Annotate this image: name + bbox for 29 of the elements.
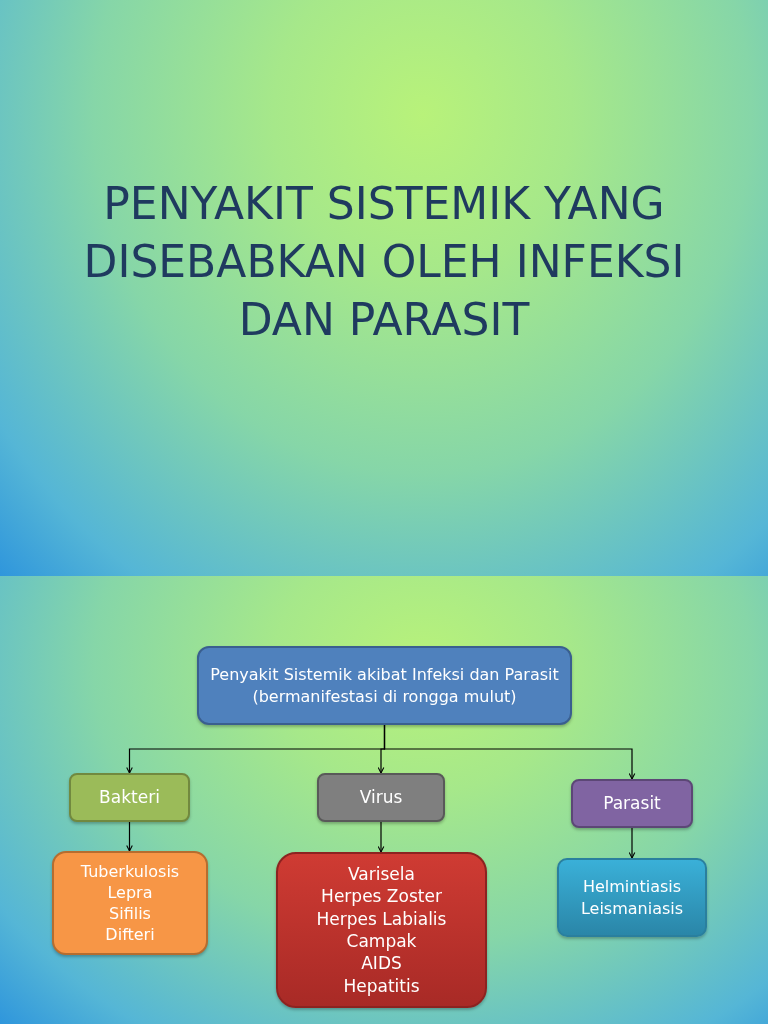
category-box bbox=[52, 851, 208, 955]
box-text: AIDS bbox=[361, 952, 402, 975]
connector-arrow bbox=[377, 821, 385, 853]
box-text: Helmintiasis bbox=[582, 876, 682, 898]
box-text: Varisela bbox=[348, 862, 415, 886]
box-text: (bermanifestasi di rongga mulut) bbox=[252, 685, 517, 707]
category-box bbox=[557, 858, 707, 937]
box-text: Campak bbox=[346, 930, 417, 953]
box-text: Hepatitis bbox=[343, 974, 420, 998]
connector-arrow bbox=[126, 821, 133, 852]
box-text: Virus bbox=[359, 786, 403, 809]
box-text: Leismaniasis bbox=[580, 897, 684, 919]
box-text: Bakteri bbox=[99, 786, 160, 809]
box-text: Tuberkulosis bbox=[80, 860, 180, 882]
box-text: Difteri bbox=[105, 924, 155, 946]
connector-arrow bbox=[628, 827, 636, 859]
category-box bbox=[276, 852, 487, 1008]
box-text: Lepra bbox=[107, 881, 153, 903]
connector-arrow bbox=[383, 724, 636, 780]
box-text: Penyakit Sistemik akibat Infeksi dan Parasit bbox=[210, 664, 559, 686]
category-box bbox=[571, 779, 693, 828]
category-box bbox=[69, 773, 190, 822]
slide-title: PENYAKIT SISTEMIK YANG DISEBABKAN OLEH INFEKSI DAN PARASIT bbox=[82, 177, 686, 347]
category-box bbox=[317, 773, 445, 822]
category-box bbox=[197, 646, 572, 725]
box-text: Parasit bbox=[603, 792, 661, 815]
box-text: Herpes Labialis bbox=[316, 907, 447, 930]
box-text: Sifilis bbox=[109, 903, 151, 925]
box-text: Herpes Zoster bbox=[321, 885, 442, 908]
